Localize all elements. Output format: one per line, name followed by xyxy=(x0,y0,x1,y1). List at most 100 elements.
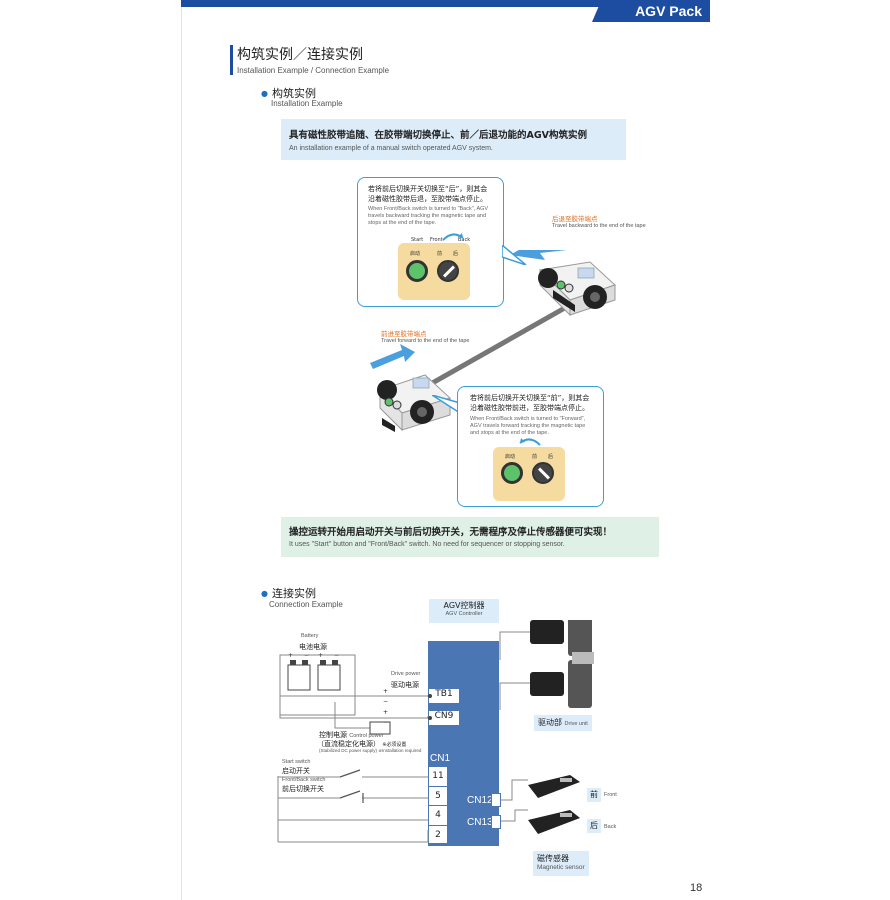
back-tag: 后 xyxy=(587,819,601,833)
start-label: 启动 xyxy=(505,454,516,460)
installation-banner-subtitle: An installation example of a manual swit… xyxy=(289,145,493,152)
port-cn9-label: CN9 xyxy=(434,711,454,721)
back-label: 后 xyxy=(548,454,554,460)
section-accent-bar xyxy=(230,45,233,75)
connection-subheading: Connection Example xyxy=(269,600,343,609)
installation-subheading: Installation Example xyxy=(271,99,343,108)
start-button[interactable] xyxy=(501,462,523,484)
cn1-pin: 2 xyxy=(435,829,441,840)
port-cn12-label: CN12 xyxy=(467,795,493,806)
cn1-pin: 5 xyxy=(429,787,447,806)
agv-upper xyxy=(538,261,616,317)
power-supply-icon xyxy=(369,721,391,735)
bubble-back-tail xyxy=(502,245,527,265)
page-number: 18 xyxy=(690,882,703,894)
battery-plus: + xyxy=(318,652,324,659)
agv-lower xyxy=(377,374,451,432)
battery-plus: + xyxy=(288,652,294,659)
cn9-minus: − xyxy=(383,719,389,726)
start-switch-label-zh: 启动开关 xyxy=(282,767,310,775)
control-power-label: 控制电源 Control power xyxy=(319,730,383,740)
travel-forward-label-en: Travel forward to the end of the tape xyxy=(381,338,470,344)
section-subtitle: Installation Example / Connection Exampl… xyxy=(237,66,390,75)
front-label-en: Front xyxy=(604,792,617,798)
back-label-en: Back xyxy=(604,824,617,830)
port-cn13 xyxy=(491,815,501,829)
cn9-plus: + xyxy=(383,709,389,716)
rotate-arrow-icon xyxy=(519,438,541,446)
front-label: 前 xyxy=(437,251,443,257)
drive-power-label-zh: 驱动电源 xyxy=(391,681,419,689)
brand-tab: AGV Pack xyxy=(592,0,710,22)
battery-minus: − xyxy=(304,652,310,659)
magnetic-tape xyxy=(418,302,572,393)
port-tb1-label: TB1 xyxy=(435,689,453,699)
battery-icon xyxy=(287,660,341,691)
bubble-back-text-en: When Front/Back switch is turned to "Bac… xyxy=(368,206,489,226)
arrow-backward-icon xyxy=(510,250,567,260)
front-tag: 前 xyxy=(587,788,601,802)
battery-label-zh: 电池电源 xyxy=(299,643,327,651)
port-cn1-label: CN1 xyxy=(430,753,451,764)
sensor-front-icon xyxy=(528,775,580,798)
bubble-back-text-zh: 若将前后切换开关切换至“后”，则其会沿着磁性胶带后退，至胶带端点停止。 xyxy=(368,185,488,203)
sensor-label-en: Magnetic sensor xyxy=(537,864,585,871)
controller-label-en: AGV Controller xyxy=(445,611,483,617)
stabilized-note-zh: ※必须设置 xyxy=(382,742,407,748)
drive-unit-label-zh: 驱动部 xyxy=(538,718,562,727)
rotate-arrow-icon xyxy=(442,233,464,241)
bubble-forward-text-zh: 若将前后切换开关切换至“前”，则其会沿着磁性胶带前进，至胶带端点停止。 xyxy=(470,394,590,412)
bubble-forward: 若将前后切换开关切换至“前”，则其会沿着磁性胶带前进，至胶带端点停止。 When… xyxy=(457,386,604,507)
label-front: Front xyxy=(430,237,443,243)
label-back: Back xyxy=(458,237,471,243)
connection-heading: 连接实例 xyxy=(261,585,316,601)
switch-indicator-icon xyxy=(537,467,551,480)
control-power-label-en: Control power xyxy=(349,733,384,739)
back-label: 后 xyxy=(453,251,459,257)
front-back-switch[interactable] xyxy=(437,260,459,282)
summary-banner: 操控运转开始用启动开关与前后切换开关，无需程序及停止传感器便可实现！ It us… xyxy=(281,517,659,557)
label-start: Start xyxy=(411,237,424,243)
port-cn13-label: CN13 xyxy=(467,817,493,828)
sensor-back-icon xyxy=(528,810,580,834)
travel-back-label-en: Travel backward to the end of the tape xyxy=(552,223,646,229)
motor-bottom-icon xyxy=(530,652,594,708)
stabilized-label-zh: （直流稳定化电源） xyxy=(317,740,380,748)
start-button[interactable] xyxy=(406,260,428,282)
sensor-label-zh: 磁传感器 xyxy=(537,854,569,863)
port-cn12 xyxy=(491,793,501,807)
front-label: 前 xyxy=(532,454,538,460)
fb-switch-label-en: Front/Back switch xyxy=(282,777,326,783)
stabilized-label-en: (Stabilized DC power supply) ※Installati… xyxy=(319,748,422,753)
section-title: 构筑实例／连接实例 xyxy=(237,47,363,63)
drive-power-label-en: Drive power xyxy=(391,671,421,677)
sensor-label: 磁传感器 Magnetic sensor xyxy=(533,851,589,876)
wiring-diagram xyxy=(277,620,594,843)
front-back-switch[interactable] xyxy=(532,462,554,484)
arrow-forward-icon xyxy=(370,344,415,369)
switch-panel-forward: 启动 前 后 xyxy=(493,447,565,501)
agv-illustration xyxy=(370,250,616,432)
control-power-label-zh: 控制电源 xyxy=(319,731,347,739)
controller-label-box: AGV控制器 AGV Controller xyxy=(429,599,499,623)
start-label: 启动 xyxy=(410,251,421,257)
fb-switch-label-zh: 前后切换开关 xyxy=(282,785,324,793)
installation-banner: 具有磁性胶带追随、在胶带端切换停止、前／后退功能的AGV构筑实例 An inst… xyxy=(281,119,626,160)
drive-unit-label: 驱动部 Drive unit xyxy=(534,715,592,731)
tb1-plus: + xyxy=(383,688,389,695)
cn1-pin: 4 xyxy=(429,806,447,826)
battery-label-en: Battery xyxy=(301,633,319,639)
installation-banner-title: 具有磁性胶带追随、在胶带端切换停止、前／后退功能的AGV构筑实例 xyxy=(289,130,588,141)
bubble-forward-text-en: When Front/Back switch is turned to "For… xyxy=(470,416,586,436)
switch-indicator-icon xyxy=(442,265,456,278)
header-bar xyxy=(181,0,710,7)
drive-unit-label-en: Drive unit xyxy=(564,721,588,727)
summary-title: 操控运转开始用启动开关与前后切换开关，无需程序及停止传感器便可实现！ xyxy=(289,527,613,538)
cn1-pin: 11 xyxy=(429,767,447,787)
tb1-minus: − xyxy=(383,698,389,705)
summary-subtitle: It uses "Start" button and "Front/Back" … xyxy=(289,541,565,548)
port-cn1: 11 5 4 2 xyxy=(428,766,448,844)
installation-heading: 构筑实例 xyxy=(261,85,316,101)
motor-top-icon xyxy=(530,620,592,656)
controller-label-zh: AGV控制器 xyxy=(443,601,485,610)
